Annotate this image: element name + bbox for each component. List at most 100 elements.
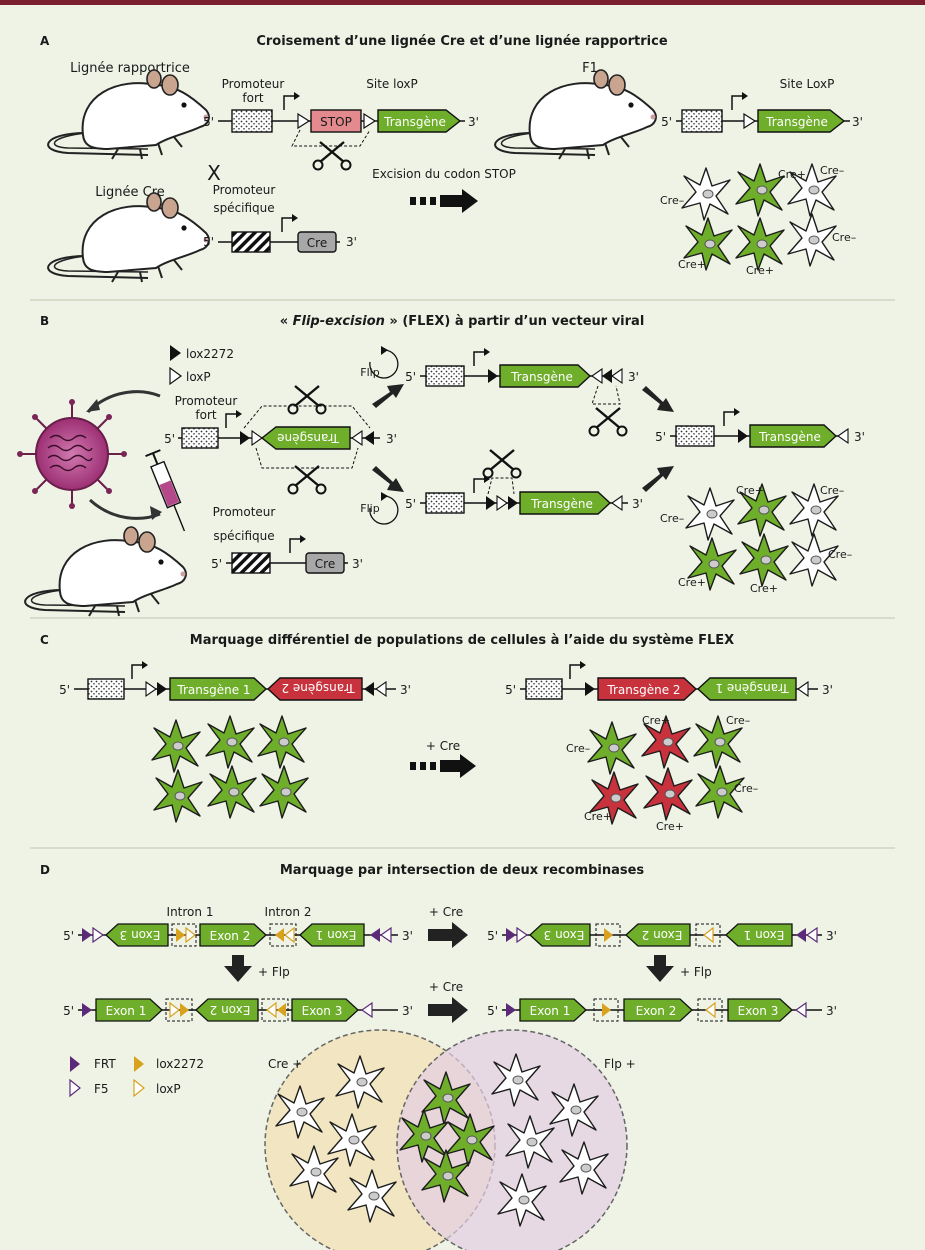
lox2272-site: [602, 1003, 611, 1017]
exon1-inverted: [725, 923, 793, 947]
lox2272-site: [602, 369, 612, 383]
five-prime: 5': [487, 929, 498, 943]
transgene-box: [519, 491, 612, 515]
panel-c-letter: C: [40, 633, 49, 647]
reporter-line-label: Lignée rapportrice: [70, 61, 190, 76]
panel-a: A Croisement d’une lignée Cre et d’une l…: [40, 34, 863, 283]
exon2-label: Exon 2: [210, 929, 251, 943]
three-prime: 3': [852, 115, 863, 129]
f5-site: [92, 926, 105, 944]
cre-neg-label: Cre–: [820, 164, 844, 177]
exon1: [519, 998, 587, 1022]
exon2-label: Exon 2: [210, 1003, 251, 1017]
frt-site: [82, 928, 92, 942]
dashed-arrow: [410, 189, 478, 213]
strong-promoter-box: [425, 492, 465, 514]
strong-promoter-box: [675, 425, 715, 447]
promoter-arrow: [569, 660, 587, 680]
f5-site: [794, 1001, 807, 1019]
exon2: [623, 998, 693, 1022]
specific-promoter-box: [231, 231, 271, 253]
plus-cre-label: + Cre: [429, 980, 463, 994]
flp-plus-label: Flp +: [604, 1057, 636, 1071]
intron-box: [593, 998, 619, 1022]
f5-site: [379, 926, 392, 944]
frt-site: [506, 928, 516, 942]
site-loxp-label: Site LoxP: [780, 77, 835, 91]
plus-cre-label: + Cre: [429, 905, 463, 919]
promoter-arrow: [225, 409, 243, 429]
strong-promoter-label: Promoteur: [222, 77, 285, 91]
specific-promoter-label: Promoteur: [213, 183, 276, 197]
cre-pos-label: Cre+: [750, 582, 778, 595]
transgene-box: [499, 364, 592, 388]
exon2-label: Exon 2: [642, 928, 683, 942]
lox2272-site: [180, 1003, 189, 1017]
neuron-cre-positive: [739, 533, 789, 587]
neuron-cre-negative-green: [587, 721, 637, 775]
loxp-site: [743, 112, 757, 130]
transgene1-label: Transgène 1: [176, 683, 250, 697]
cre-label: Cre: [315, 557, 335, 571]
five-prime: 5': [203, 115, 214, 129]
loxp-site: [284, 926, 295, 944]
loxp-legend-label: loxP: [156, 1082, 181, 1096]
strong-promoter-box: [681, 109, 723, 133]
loxp-site: [363, 112, 377, 130]
exon3-label: Exon 3: [544, 928, 585, 942]
three-prime: 3': [402, 1004, 413, 1018]
three-prime: 3': [826, 1004, 837, 1018]
neuron-cre-positive: [735, 163, 785, 217]
cre-neg-label: Cre–: [726, 714, 750, 727]
five-prime: 5': [487, 1004, 498, 1018]
three-prime: 3': [468, 115, 479, 129]
promoter-arrow: [289, 534, 307, 554]
loxp-site: [251, 429, 263, 447]
cre-neg-label: Cre–: [660, 194, 684, 207]
exon1: [95, 998, 163, 1022]
panel-d-title: Marquage par intersection de deux recomb…: [280, 863, 645, 878]
intron-box: [695, 923, 721, 947]
exon1-label: Exon 1: [106, 1004, 147, 1018]
exon2-inverted: [625, 923, 691, 947]
neuron-cre-negative: [681, 167, 731, 221]
strong-promoter-label: Promoteur: [175, 394, 238, 408]
loxp-site: [837, 427, 849, 445]
flip-icon: Flip: [360, 492, 399, 525]
intron2-box: [269, 923, 297, 947]
lox2272-site: [364, 431, 374, 445]
plus-cre-label: + Cre: [426, 739, 460, 753]
loxp-site: [169, 1001, 180, 1019]
lox2272-site: [277, 1003, 286, 1017]
exon3: [727, 998, 793, 1022]
neuron-cre-positive-red: [643, 767, 693, 821]
cre-neg-label: Cre–: [832, 231, 856, 244]
cre-neg-label: Cre–: [660, 512, 684, 525]
lox2272-legend-icon: [170, 345, 181, 361]
three-prime: 3': [346, 235, 357, 249]
promoter-arrow: [473, 347, 491, 367]
lox2272-legend-label: lox2272: [156, 1057, 204, 1071]
lox2272-site: [604, 928, 613, 942]
cre-pos-label: Cre+: [736, 484, 764, 497]
cre-box: [297, 231, 337, 253]
promoter-arrow: [131, 660, 149, 680]
loxp-site: [591, 367, 603, 385]
neuron-green: [151, 719, 201, 773]
exon2-label: Exon 2: [636, 1004, 677, 1018]
exon3-label: Exon 3: [302, 1004, 343, 1018]
panel-b-letter: B: [40, 314, 49, 328]
arrow: [224, 955, 252, 982]
lox2272-site: [488, 369, 498, 383]
promoter-arrow: [731, 91, 749, 111]
exon1-label: Exon 1: [744, 928, 785, 942]
exon1-label: Exon 1: [530, 1004, 571, 1018]
cre-neg-label: Cre–: [828, 548, 852, 561]
arrow: [428, 922, 468, 948]
injected-mouse: [24, 526, 187, 617]
strong-promoter-box: [87, 678, 125, 700]
intron1-label: Intron 1: [167, 905, 214, 919]
f5-legend-icon: [69, 1078, 81, 1098]
exon3-inverted: [105, 923, 169, 947]
panel-b-title: « Flip-excision » (FLEX) à partir d’un v…: [280, 314, 645, 329]
